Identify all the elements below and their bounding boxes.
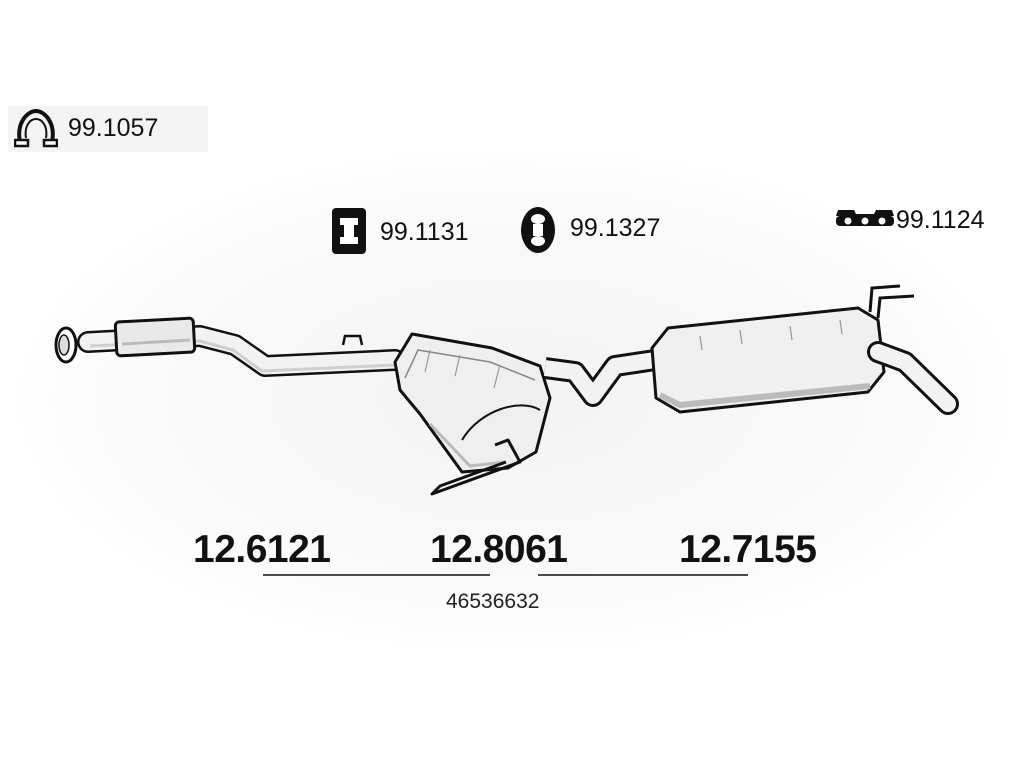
rear-silencer-drawing [650, 284, 959, 415]
part-number-rear-silencer: 12.7155 [679, 528, 817, 571]
rubber-mount-icon [332, 208, 366, 254]
rubber-mount-a-code: 99.1131 [380, 218, 469, 246]
rubber-mount-b-code: 99.1327 [570, 214, 661, 242]
front-pipe-drawing [54, 316, 406, 377]
part-number-middle-silencer: 12.8061 [430, 528, 568, 571]
clamp-code: 99.1057 [68, 114, 159, 142]
bracket-code: 99.1124 [896, 206, 985, 234]
middle-silencer-drawing [393, 332, 552, 496]
rubber-ring-icon [521, 207, 555, 253]
connecting-pipe-drawing [543, 349, 657, 407]
bracket-icon [836, 210, 894, 226]
oe-number: 46536632 [446, 590, 540, 613]
clamp-icon [14, 108, 58, 148]
exhaust-system-drawing [54, 284, 959, 496]
part-number-front-pipe: 12.6121 [193, 528, 331, 571]
